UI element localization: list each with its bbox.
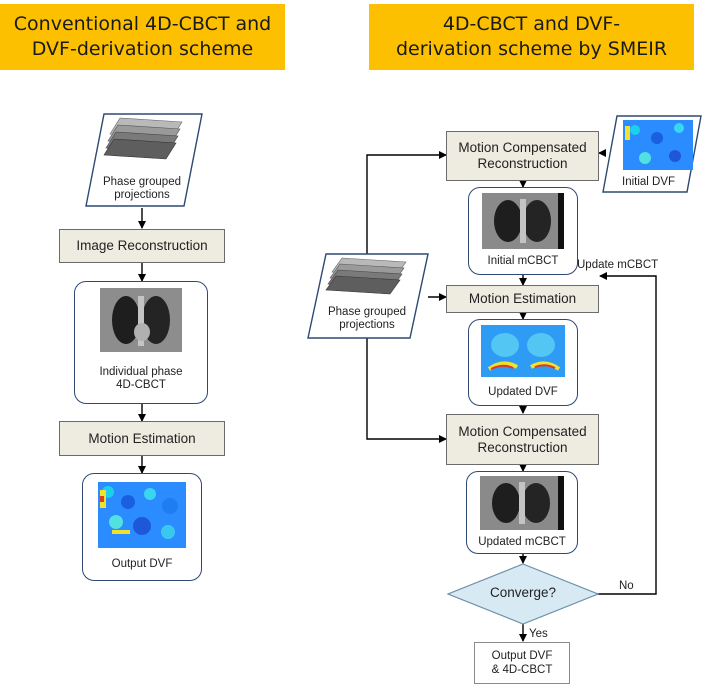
left-title-banner: Conventional 4D-CBCT and DVF-derivation …	[0, 4, 285, 70]
arrow-proj-to-mcrecon2	[366, 338, 447, 443]
individual-phase-cbct-label: Individual phase 4D-CBCT	[99, 366, 183, 391]
updated-dvf-image	[481, 325, 565, 377]
yes-label: Yes	[529, 628, 548, 640]
left-motion-estimation-box: Motion Estimation	[59, 421, 225, 456]
initial-dvf-label: Initial DVF	[622, 176, 676, 188]
image-reconstruction-box: Image Reconstruction	[59, 229, 225, 263]
lung-ct-image	[100, 288, 182, 352]
arrow-proj-to-mcrecon1	[366, 151, 447, 256]
left-projections-node	[85, 113, 203, 207]
mc-reconstruction-box-2: Motion Compensated Reconstruction	[446, 414, 599, 465]
initial-dvf-node	[602, 115, 702, 193]
converge-decision	[447, 563, 599, 625]
initial-mcbct-image	[482, 193, 564, 249]
initial-dvf-image	[623, 120, 693, 170]
no-label: No	[619, 580, 634, 592]
individual-phase-cbct-node: Individual phase 4D-CBCT	[74, 281, 208, 404]
right-projections-node	[307, 253, 429, 339]
converge-label: Converge?	[489, 585, 557, 600]
right-projection-stack-icon	[325, 257, 407, 295]
update-mcbct-label: Update mCBCT	[577, 259, 659, 271]
output-dvf-label: Output DVF	[111, 558, 173, 570]
right-projections-label: Phase grouped projections	[327, 306, 406, 331]
dvf-map-image	[98, 482, 186, 548]
initial-mcbct-node: Initial mCBCT	[468, 187, 578, 275]
updated-mcbct-node: Updated mCBCT	[466, 471, 578, 554]
updated-dvf-node: Updated DVF	[468, 319, 578, 406]
mc-reconstruction-box-1: Motion Compensated Reconstruction	[446, 131, 599, 181]
arrow-no-loop	[596, 272, 657, 595]
initial-mcbct-label: Initial mCBCT	[487, 255, 559, 267]
left-projections-label: Phase grouped projections	[102, 176, 181, 201]
right-title-banner: 4D-CBCT and DVF- derivation scheme by SM…	[369, 4, 694, 70]
output-dvf-node: Output DVF	[82, 473, 202, 581]
right-motion-estimation-box: Motion Estimation	[446, 285, 599, 313]
updated-mcbct-image	[480, 476, 564, 530]
output-dvf-cbct-box: Output DVF & 4D-CBCT	[474, 642, 570, 684]
updated-dvf-label: Updated DVF	[488, 386, 558, 398]
projection-stack-icon	[103, 117, 183, 160]
updated-mcbct-label: Updated mCBCT	[478, 536, 566, 548]
